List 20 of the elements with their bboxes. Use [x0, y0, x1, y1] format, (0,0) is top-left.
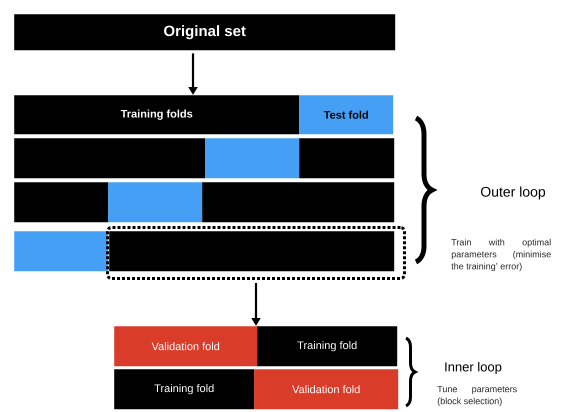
dotted-frame	[106, 226, 406, 280]
loop-label: Outer loop	[480, 186, 546, 200]
fold-box: Test fold	[299, 95, 394, 134]
fold-box: Validation fold	[254, 369, 398, 410]
fold-bar	[109, 231, 394, 272]
fold-box: Validation fold	[114, 326, 258, 366]
fold-bar	[108, 182, 202, 222]
fold-box: Training fold	[257, 326, 398, 366]
fold-bar	[14, 182, 108, 222]
fold-box: Training folds	[14, 95, 300, 134]
fold-bar	[202, 182, 394, 222]
fold-bar	[299, 138, 394, 178]
note-text: Train with optimal parameters (minimise the training’ error)	[451, 238, 551, 272]
fold-bar	[14, 231, 108, 272]
fold-bar	[14, 138, 206, 178]
fold-bar	[205, 138, 300, 178]
fold-box: Training fold	[114, 369, 254, 410]
note-text: Tune parameters (block selection)	[437, 386, 517, 406]
loop-label: Inner loop	[445, 362, 502, 374]
fold-box: Original set	[14, 14, 396, 50]
